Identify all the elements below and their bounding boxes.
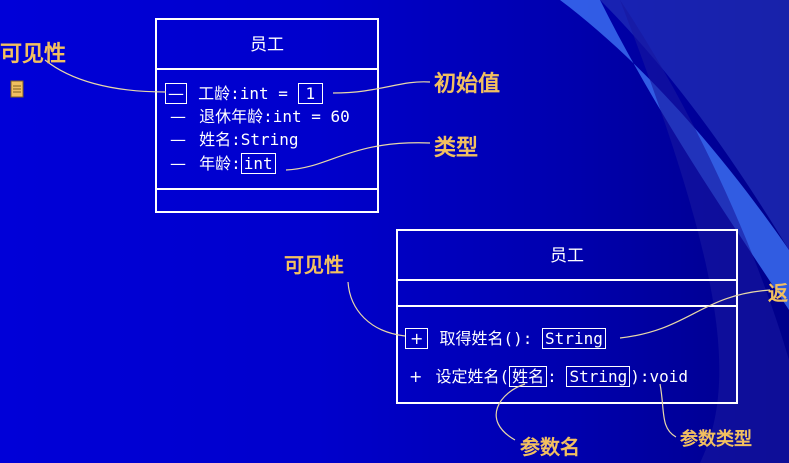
operation-sep: : bbox=[522, 329, 543, 348]
visibility-marker: — bbox=[170, 130, 186, 149]
callout-line-visibility1 bbox=[44, 59, 167, 93]
class-title: 员工 bbox=[250, 35, 284, 55]
note-visibility-2: 可见性 bbox=[284, 253, 344, 277]
note-visibility-1: 可见性 bbox=[0, 42, 67, 67]
visibility-marker: + bbox=[409, 367, 423, 386]
callout-line-param-name bbox=[495, 383, 526, 441]
visibility-marker: — bbox=[165, 83, 187, 104]
operations-section bbox=[398, 305, 736, 402]
operation-row-set-name: + 设定姓名(姓名: String):void bbox=[409, 366, 689, 387]
operation-name: 设定姓名 bbox=[435, 367, 500, 386]
visibility-marker: — bbox=[170, 107, 186, 126]
operations-section bbox=[157, 188, 377, 211]
parameter-name: 姓名 bbox=[509, 366, 548, 387]
callout-line-visibility2 bbox=[347, 281, 406, 337]
callout-line-return bbox=[619, 289, 771, 339]
callout-line-type bbox=[285, 142, 431, 171]
attribute-row-name: — 姓名:String bbox=[170, 130, 299, 150]
operation-open-paren: ( bbox=[499, 367, 510, 386]
operation-return-type: String bbox=[542, 328, 606, 349]
parameter-sep: : bbox=[547, 367, 567, 386]
note-return-partial: 返 bbox=[768, 281, 788, 305]
class-box-employee-attributes: 员工 bbox=[155, 18, 379, 213]
attribute-row-retirement-age: — 退休年龄:int = 60 bbox=[170, 107, 350, 127]
attribute-sep: : bbox=[231, 154, 241, 173]
operation-name: 取得姓名 bbox=[439, 329, 504, 348]
attribute-equals: = bbox=[268, 84, 298, 103]
parameter-type: String bbox=[566, 366, 631, 387]
visibility-marker: + bbox=[405, 328, 429, 349]
attribute-text: 退休年龄:int = 60 bbox=[199, 107, 350, 126]
class-box-employee-operations: 员工 bbox=[396, 229, 738, 404]
attributes-section bbox=[157, 68, 377, 188]
operation-row-get-name: + 取得姓名(): String bbox=[405, 328, 606, 349]
callout-line-initial bbox=[332, 81, 431, 94]
operation-close-return: ):void bbox=[630, 367, 689, 386]
class-title: 员工 bbox=[550, 246, 584, 266]
attribute-text: 姓名:String bbox=[199, 130, 299, 149]
visibility-marker: — bbox=[170, 154, 186, 173]
attribute-row-seniority: — 工龄:int = 1 bbox=[165, 83, 324, 104]
operation-params: () bbox=[503, 329, 523, 348]
attribute-name: 工龄 bbox=[198, 84, 231, 103]
note-initial-value: 初始值 bbox=[434, 72, 501, 97]
attribute-type: :int bbox=[230, 84, 269, 103]
attribute-default-value: 1 bbox=[297, 83, 324, 104]
attribute-row-age: — 年龄:int bbox=[170, 153, 276, 174]
document-icon bbox=[10, 80, 24, 98]
callout-line-param-type bbox=[659, 383, 677, 438]
attribute-name: 年龄 bbox=[199, 154, 232, 173]
note-param-name: 参数名 bbox=[520, 435, 580, 459]
attribute-type: int bbox=[240, 153, 276, 174]
note-param-type: 参数类型 bbox=[680, 429, 752, 450]
note-type: 类型 bbox=[434, 136, 479, 161]
attributes-section bbox=[398, 279, 736, 305]
